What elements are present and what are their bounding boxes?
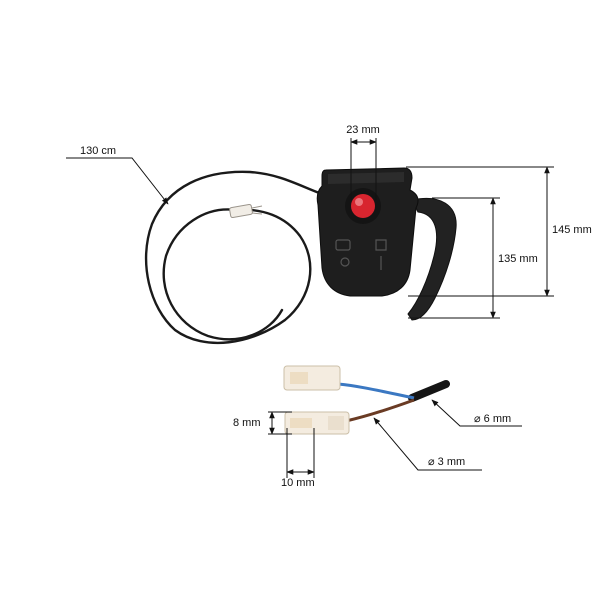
dim-total-height: 145 mm (406, 166, 592, 297)
dim-connector-height: 8 mm (233, 411, 292, 435)
dim-handle-height: 135 mm (408, 197, 538, 319)
dim-cable-diameter: ⌀ 6 mm (431, 399, 522, 427)
dim-cable-length: 130 cm (66, 145, 169, 205)
cable-end-connector (229, 203, 263, 219)
label-button-width: 23 mm (346, 124, 380, 136)
switch-body (316, 167, 457, 321)
dim-button-width: 23 mm (346, 124, 380, 200)
label-cable-diameter: ⌀ 6 mm (474, 413, 511, 425)
upper-connector (283, 365, 341, 391)
embossed-symbols (335, 239, 387, 270)
coiled-cable (144, 170, 324, 345)
dim-connector-width: 10 mm (281, 428, 315, 489)
label-connector-height: 8 mm (233, 417, 261, 429)
label-cable-length: 130 cm (80, 145, 116, 157)
label-wire-diameter: ⌀ 3 mm (428, 456, 465, 468)
label-connector-width: 10 mm (281, 477, 315, 489)
dim-wire-diameter: ⌀ 3 mm (373, 417, 482, 471)
lower-connector (284, 411, 350, 435)
label-total-height: 145 mm (552, 224, 592, 236)
stop-button (351, 194, 375, 218)
connector-detail (283, 365, 450, 435)
label-handle-height: 135 mm (498, 253, 538, 265)
